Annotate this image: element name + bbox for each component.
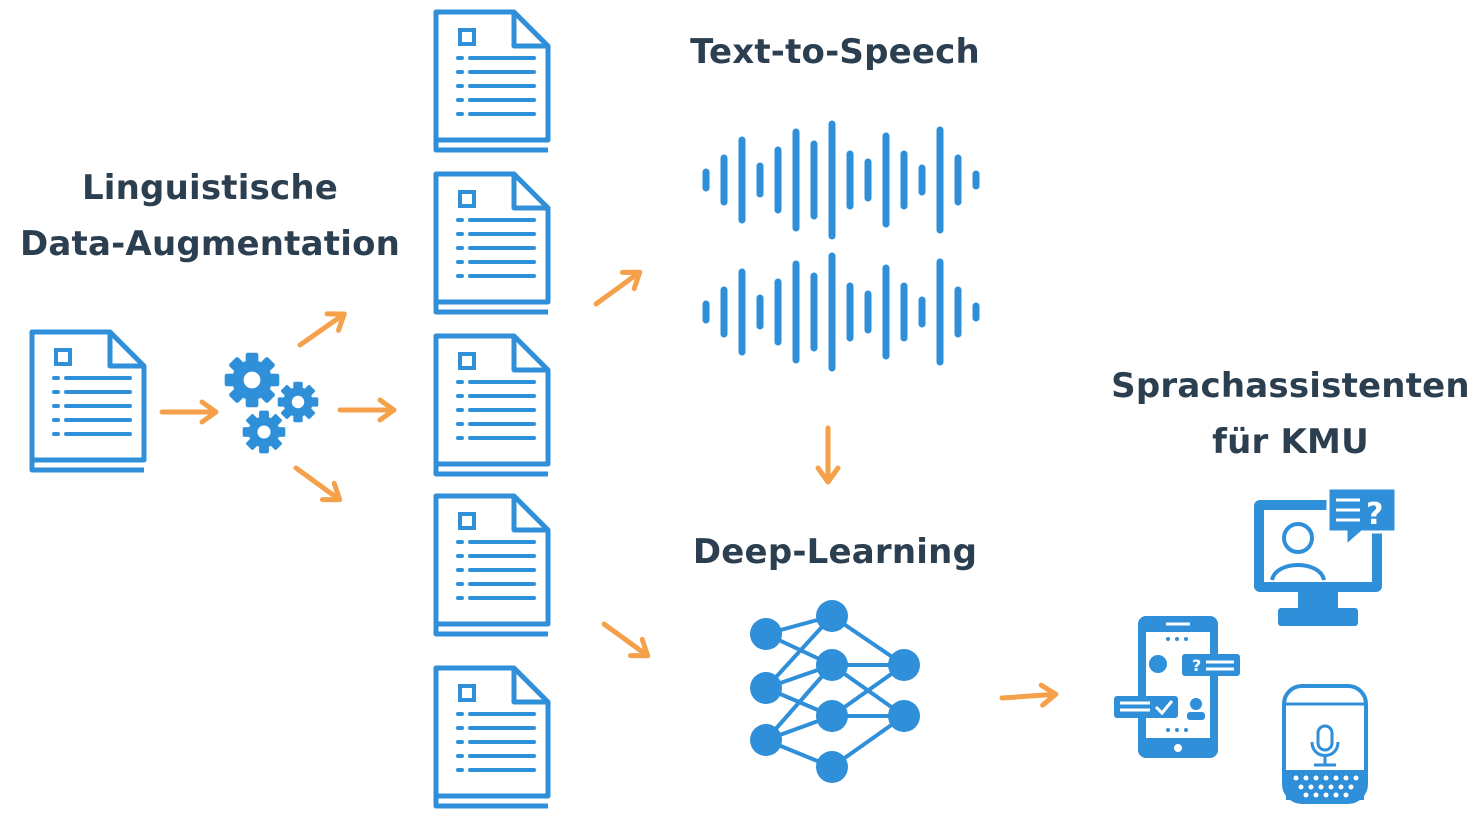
linguistic-title-line2: Data-Augmentation: [19, 224, 401, 264]
arrow-to-deep-learning: [598, 616, 653, 664]
sound-wave-2-icon: [706, 256, 976, 368]
augmented-document-2-icon: [436, 174, 552, 312]
gears-icon: [224, 352, 319, 454]
linguistic-augmentation-title: Linguistische Data-Augmentation: [0, 160, 420, 272]
deep-learning-title: Deep-Learning: [692, 532, 978, 572]
monitor-video-call-icon: ?: [1254, 486, 1398, 626]
arrow-to-assistants: [1001, 684, 1056, 708]
linguistic-title-line1: Linguistische: [81, 168, 339, 208]
arrow-tts-to-deep-learning: [818, 428, 838, 482]
arrow-down: [290, 460, 345, 508]
augmented-document-3-icon: [436, 336, 552, 474]
augmented-document-4-icon: [436, 496, 552, 634]
sound-wave-1-icon: [706, 124, 976, 236]
tts-title: Text-to-Speech: [690, 32, 980, 72]
augmented-document-5-icon: [436, 668, 552, 806]
svg-text:?: ?: [1192, 656, 1201, 675]
svg-text:?: ?: [1366, 497, 1383, 532]
arrow-up: [294, 306, 350, 353]
smart-speaker-icon: [1282, 684, 1368, 804]
neural-network-icon: [750, 600, 920, 783]
arrow-to-gears: [162, 402, 216, 422]
arrow-right: [340, 400, 394, 420]
arrow-to-tts: [590, 264, 645, 312]
voice-assistant-title: Sprachassistenten für KMU: [1100, 358, 1481, 470]
assistant-title-line1: Sprachassistenten: [1111, 366, 1470, 406]
smartphone-chat-icon: ?: [1114, 616, 1240, 758]
source-document-icon: [32, 332, 148, 470]
augmented-document-1-icon: [436, 12, 552, 150]
assistant-title-line2: für KMU: [1212, 422, 1369, 462]
